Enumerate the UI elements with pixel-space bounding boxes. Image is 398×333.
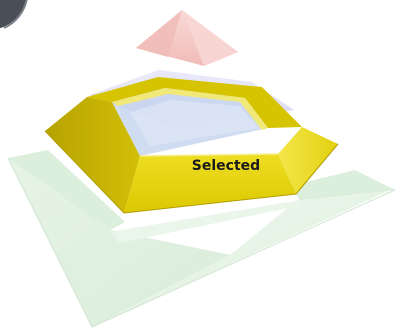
pyramid-tier-top[interactable] [136, 10, 238, 66]
selected-tier-label: Selected [192, 158, 260, 174]
corner-button[interactable] [0, 0, 28, 30]
